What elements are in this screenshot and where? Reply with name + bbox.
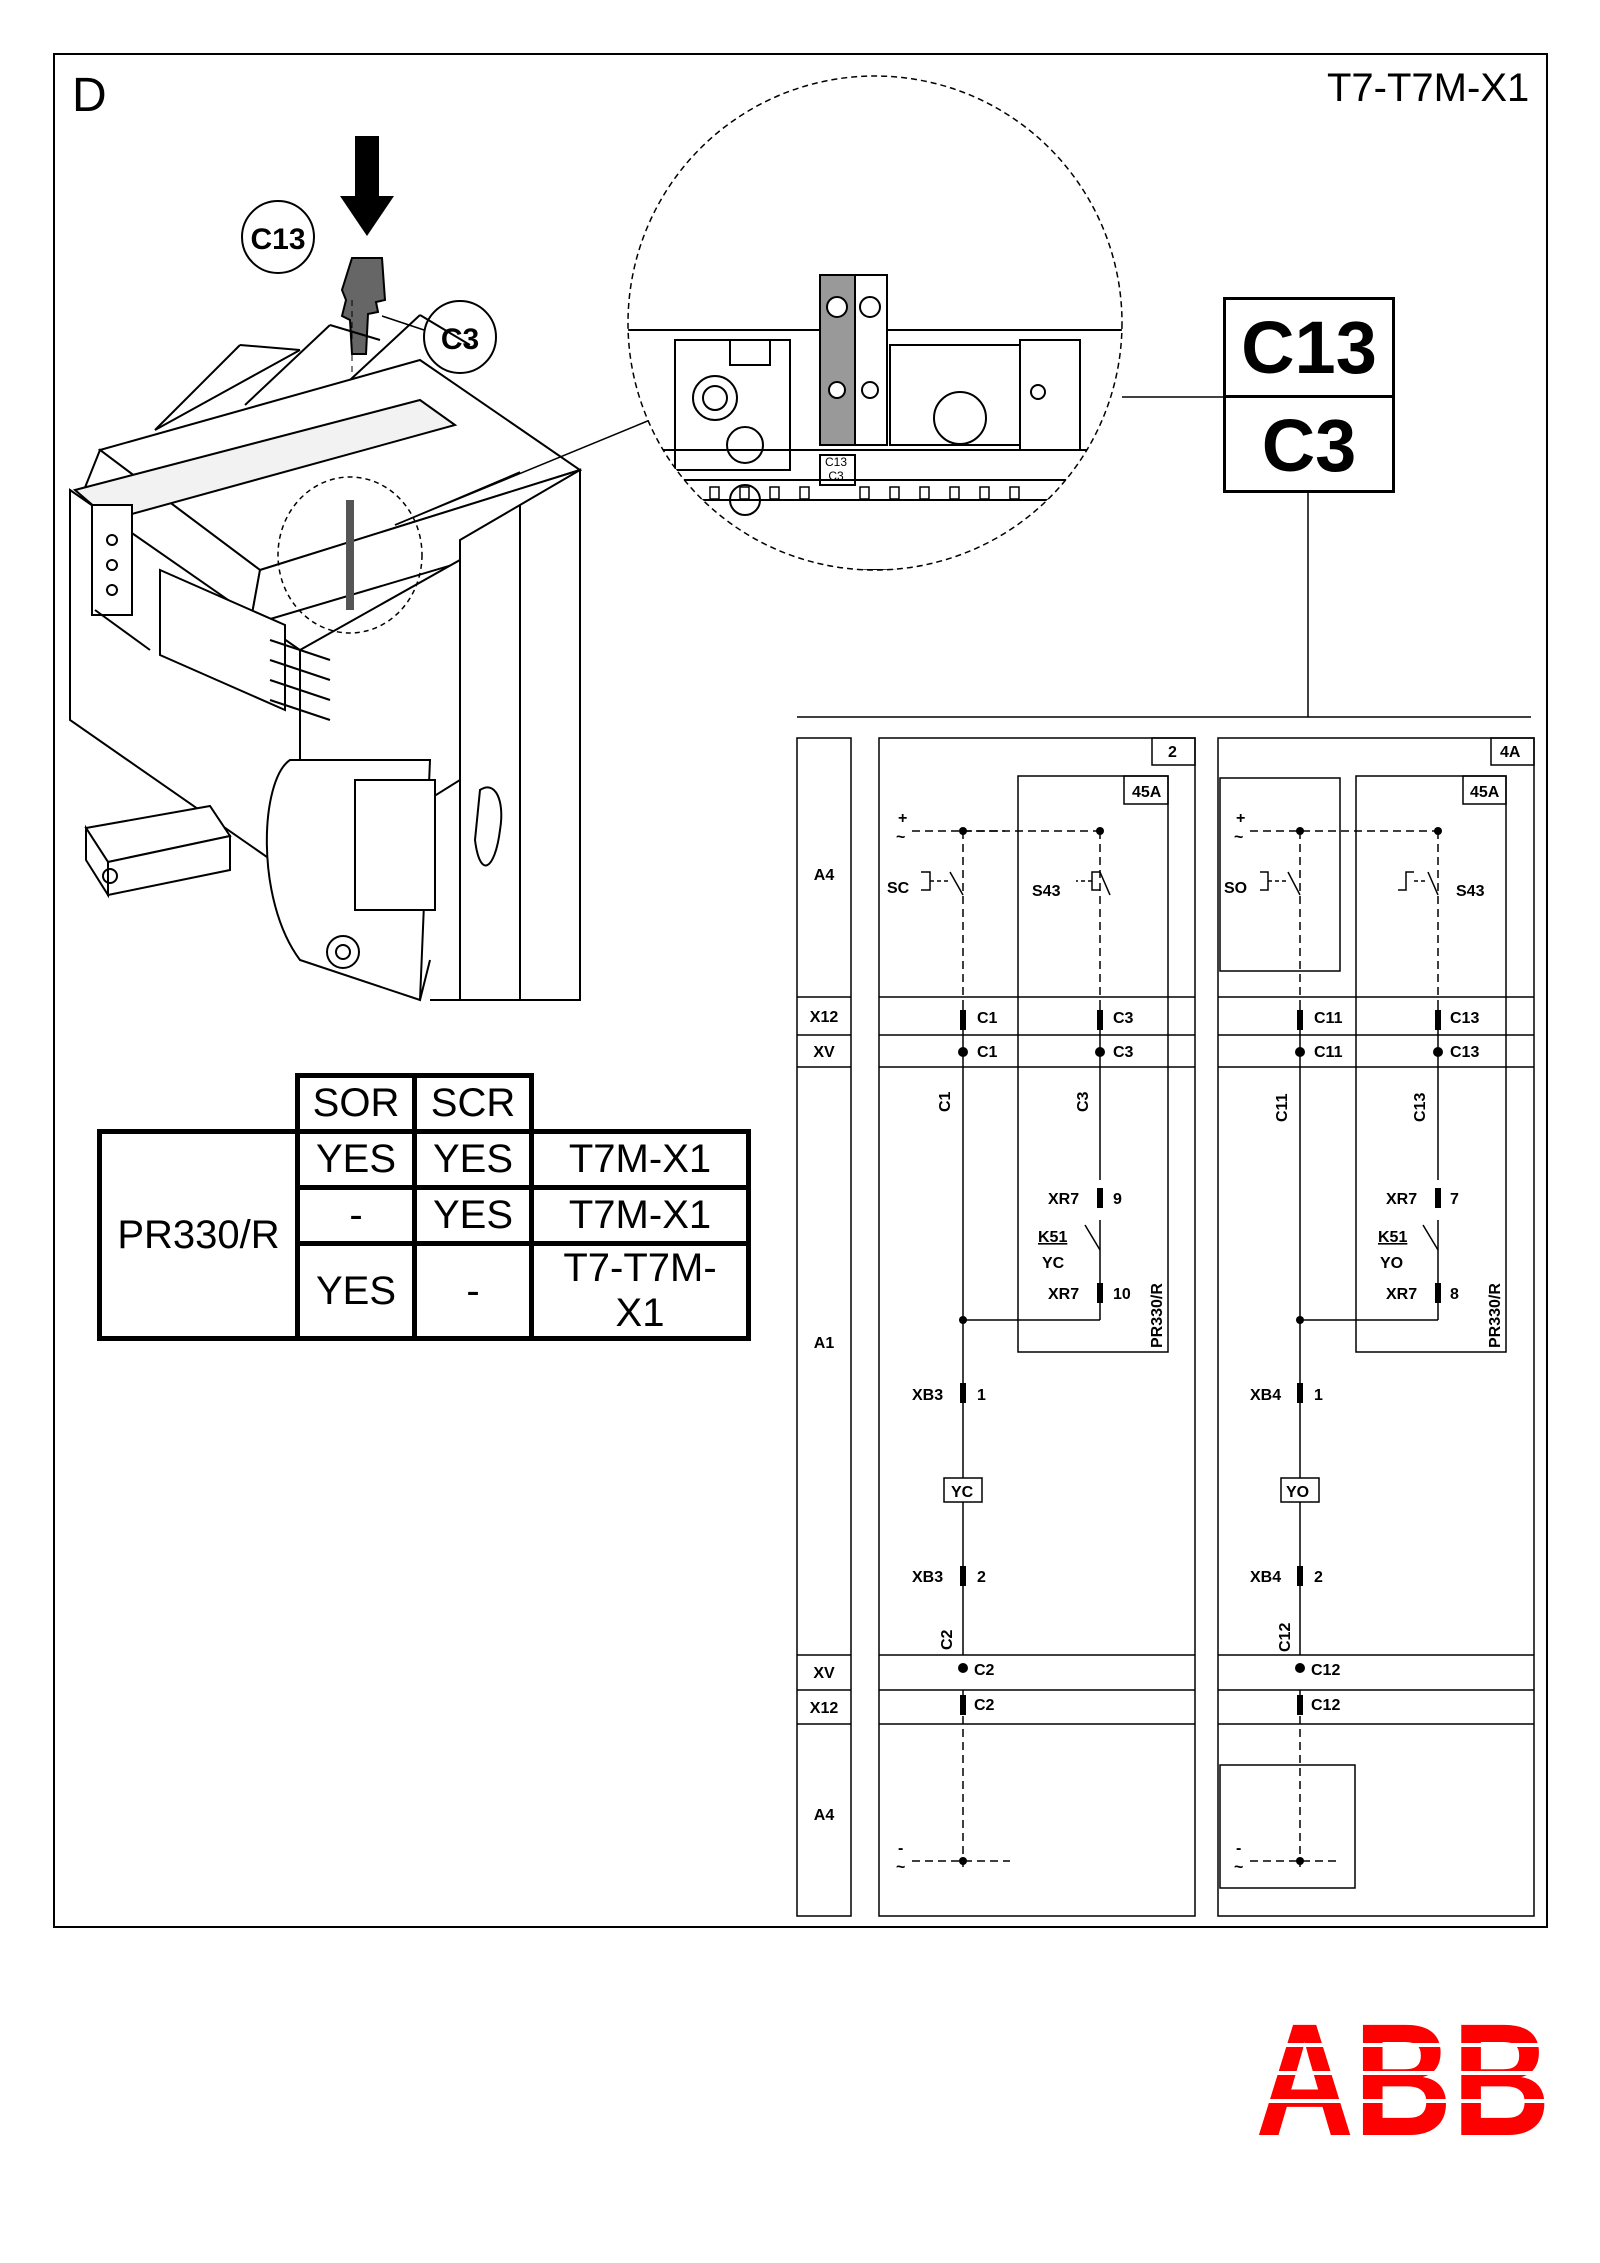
panel2-xv-c13: C13 <box>1450 1044 1479 1061</box>
panel1-xb3-2: 2 <box>977 1569 986 1586</box>
panel1-xv-c1: C1 <box>977 1044 998 1061</box>
row-xv-bot: XV <box>813 1665 835 1682</box>
circuit-breaker-drawing <box>69 314 583 1002</box>
panel2-xr7-top: XR7 <box>1386 1191 1417 1208</box>
callout-c13: C13 <box>250 223 305 256</box>
breaker-illustration: C13 C3 <box>69 75 1531 1002</box>
row-a4-top: A4 <box>814 867 835 884</box>
panel2-xb4-1: 1 <box>1314 1387 1323 1404</box>
panel1-unit-label: PR330/R <box>1149 1283 1166 1348</box>
cell: T7M-X1 <box>529 1185 751 1246</box>
panel2-wire-c12: C12 <box>1277 1623 1294 1652</box>
panel1-xb3-bot: XB3 <box>912 1569 943 1586</box>
panel2-x12-c12: C12 <box>1311 1697 1340 1714</box>
panel2-minus: - <box>1236 1840 1241 1857</box>
panel2-x12-c13: C13 <box>1450 1010 1479 1027</box>
abb-logo-text: ABB <box>1256 2015 1551 2140</box>
insertion-arrow-icon <box>340 136 394 236</box>
header-sor: SOR <box>295 1073 417 1134</box>
panel1-wire-c2: C2 <box>939 1629 956 1650</box>
panel1-plus: + <box>898 810 907 827</box>
row-x12-top: X12 <box>810 1009 839 1026</box>
panel1-xv-c3: C3 <box>1113 1044 1134 1061</box>
panel2-xv-c11: C11 <box>1314 1044 1343 1061</box>
panel2-xb4-bot: XB4 <box>1250 1569 1281 1586</box>
panel1-xr7-9: 9 <box>1113 1191 1122 1208</box>
panel1-xv-c2: C2 <box>974 1662 995 1679</box>
strip-label-c13: C13 <box>825 455 847 469</box>
row-a1: A1 <box>814 1335 835 1352</box>
panel1-minus: - <box>898 1840 903 1857</box>
panel1-relay-yc: YC <box>1042 1255 1065 1272</box>
panel1-contact-s43: S43 <box>1032 883 1061 900</box>
terminal-label-box: C13 C3 <box>1223 297 1395 493</box>
abb-logo: ABB <box>1253 2015 1553 2140</box>
panel2-plus: + <box>1236 810 1245 827</box>
panel1-xb3-1: 1 <box>977 1387 986 1404</box>
cell: - <box>412 1241 534 1341</box>
cell: - <box>295 1185 417 1246</box>
row-label: PR330/R <box>97 1129 300 1341</box>
panel2-xv-c12: C12 <box>1311 1662 1340 1679</box>
panel1-wire-c1: C1 <box>937 1091 954 1112</box>
panel2-wire-c11: C11 <box>1274 1093 1291 1122</box>
panel2-unit-label: PR330/R <box>1487 1283 1504 1348</box>
panel2-tilde-bot: ~ <box>1234 1859 1243 1876</box>
label-box-bottom: C3 <box>1261 404 1357 487</box>
cell: T7-T7M-X1 <box>529 1241 751 1341</box>
panel2-xb4-2: 2 <box>1314 1569 1323 1586</box>
wiring-schematic: A4 X12 XV A1 XV X12 A4 2 45A + ~ SC S43 … <box>796 737 1535 1917</box>
cell: YES <box>295 1241 417 1341</box>
panel1-xb3-top: XB3 <box>912 1387 943 1404</box>
panel1-xr7-bot: XR7 <box>1048 1286 1079 1303</box>
panel1-xr7-10: 10 <box>1113 1286 1131 1303</box>
panel1-xr7-top: XR7 <box>1048 1191 1079 1208</box>
label-box-top: C13 <box>1226 300 1392 398</box>
row-xv-top: XV <box>813 1044 835 1061</box>
panel2-coil-yo: YO <box>1286 1484 1309 1501</box>
panel1-contact-sc: SC <box>887 880 910 897</box>
panel1-x12-c3: C3 <box>1113 1010 1134 1027</box>
panel1-tilde-bot: ~ <box>896 1859 905 1876</box>
panel2-xr7-8: 8 <box>1450 1286 1459 1303</box>
panel2-contact-so: SO <box>1224 880 1247 897</box>
panel2-relay-k51: K51 <box>1378 1229 1407 1246</box>
cell: T7M-X1 <box>529 1129 751 1190</box>
panel1-tilde: ~ <box>896 829 905 846</box>
panel1-x12-c2: C2 <box>974 1697 995 1714</box>
panel1-x12-c1: C1 <box>977 1010 998 1027</box>
panel2-contact-s43: S43 <box>1456 883 1485 900</box>
header-scr: SCR <box>412 1073 534 1134</box>
panel1-subref: 45A <box>1132 784 1162 801</box>
configuration-table: SOR SCR PR330/R YES YES T7M-X1 - YES T7M… <box>97 1073 751 1341</box>
panel2-x12-c11: C11 <box>1314 1010 1343 1027</box>
panel2-subref: 45A <box>1470 784 1500 801</box>
panel1-number: 2 <box>1168 744 1177 761</box>
panel2-tilde: ~ <box>1234 829 1243 846</box>
panel2-xr7-7: 7 <box>1450 1191 1459 1208</box>
cell: YES <box>412 1185 534 1246</box>
cell: YES <box>295 1129 417 1190</box>
row-x12-bot: X12 <box>810 1700 839 1717</box>
row-a4-bot: A4 <box>814 1807 835 1824</box>
panel2-wire-c13: C13 <box>1412 1093 1429 1122</box>
panel2-xb4-top: XB4 <box>1250 1387 1281 1404</box>
panel2-number: 4A <box>1500 744 1521 761</box>
panel1-relay-k51: K51 <box>1038 1229 1067 1246</box>
panel1-coil-yc: YC <box>951 1484 974 1501</box>
sheet-code: T7-T7M-X1 <box>1327 66 1530 110</box>
panel2-xr7-bot: XR7 <box>1386 1286 1417 1303</box>
drawing-frame <box>53 53 1548 1928</box>
strip-label-c3: C3 <box>828 469 844 483</box>
sheet-letter: D <box>72 69 107 122</box>
cell: YES <box>412 1129 534 1190</box>
panel2-relay-yo: YO <box>1380 1255 1403 1272</box>
panel1-wire-c3: C3 <box>1075 1091 1092 1112</box>
